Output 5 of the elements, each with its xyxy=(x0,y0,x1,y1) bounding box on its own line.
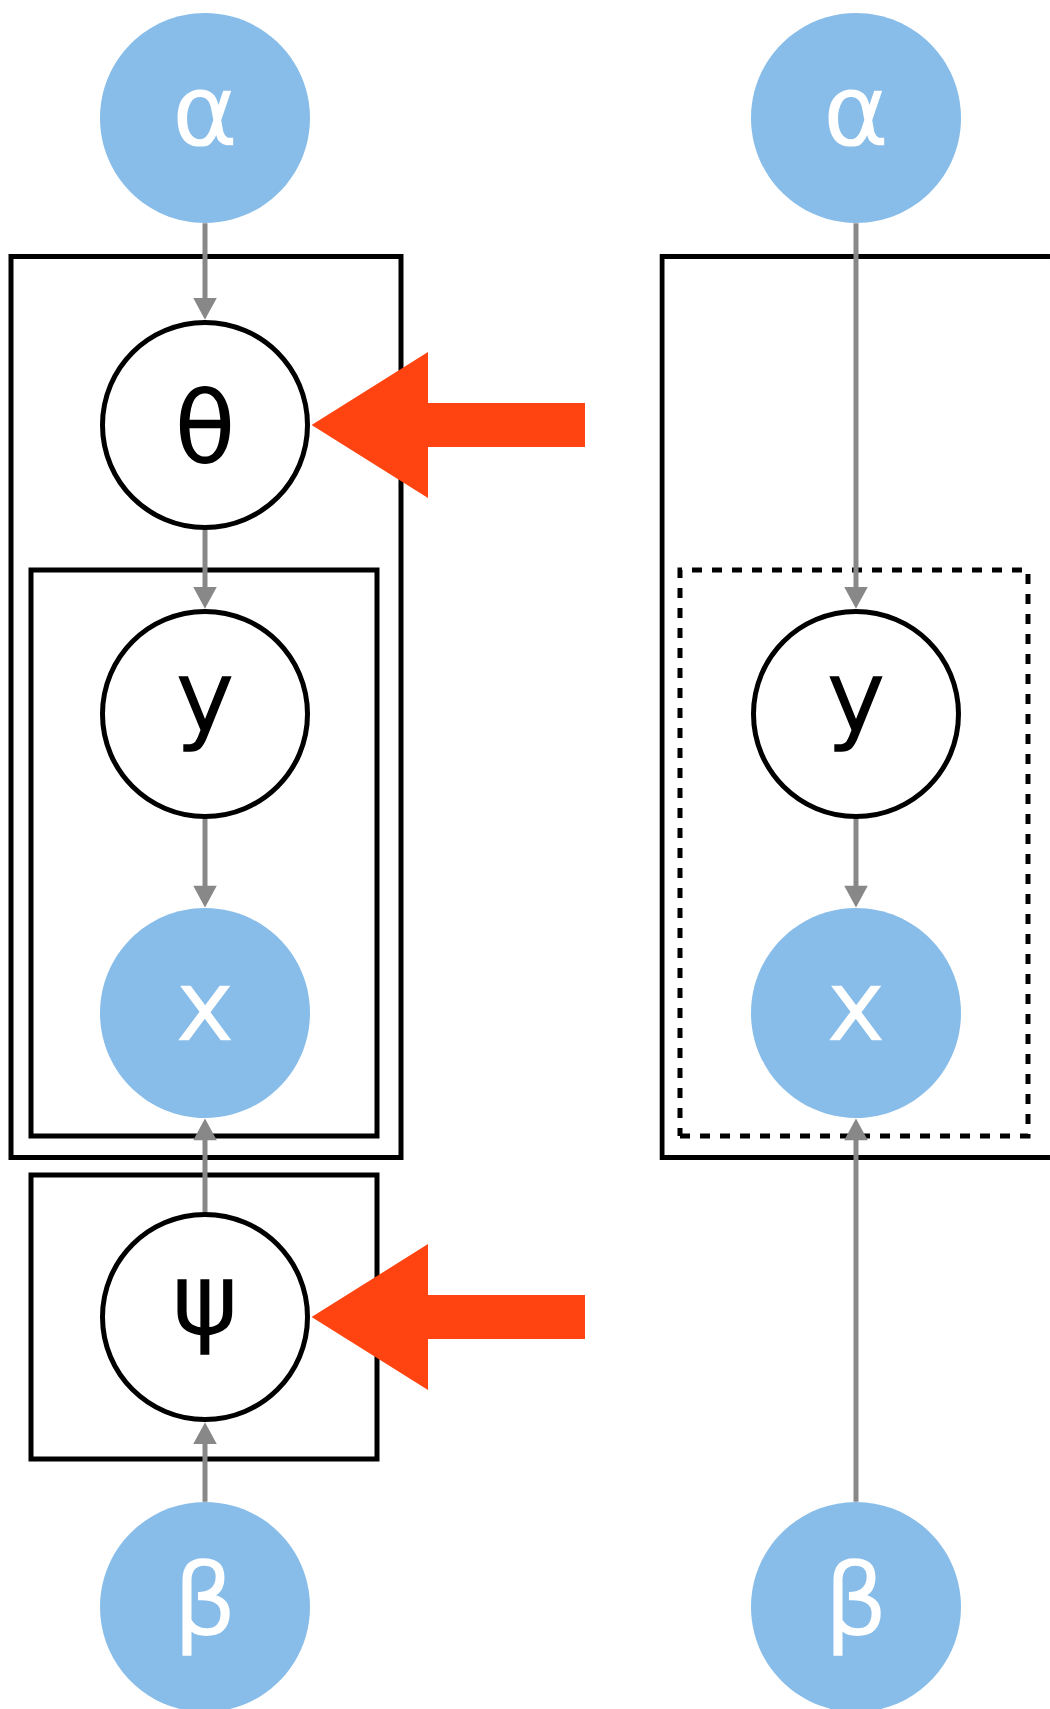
plate-box xyxy=(677,567,1031,1139)
plate-box xyxy=(8,254,404,1160)
plate-box xyxy=(28,1172,380,1462)
plate-box xyxy=(659,254,1050,1160)
plate-box xyxy=(28,567,380,1139)
